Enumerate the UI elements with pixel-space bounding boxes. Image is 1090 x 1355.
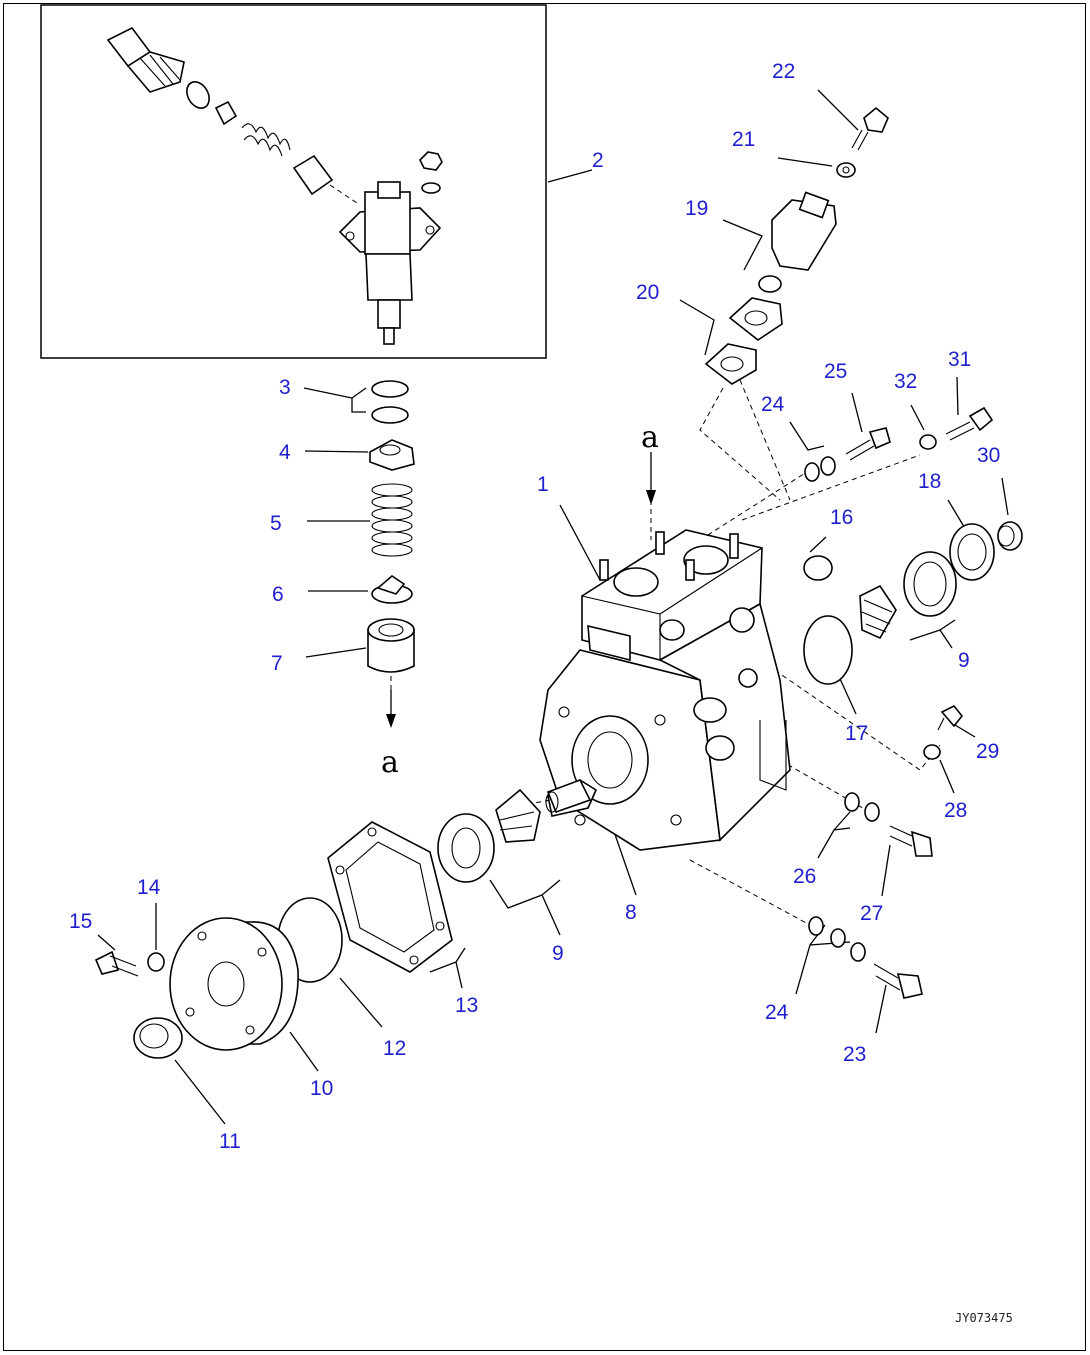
callout-16: 16 — [830, 506, 853, 529]
inset-fitting — [106, 26, 185, 93]
callout-7: 7 — [271, 652, 283, 675]
callout-25: 25 — [824, 360, 847, 383]
callout-8: 8 — [625, 901, 637, 924]
callout-9-lower: 9 — [552, 942, 564, 965]
callout-17: 17 — [845, 722, 868, 745]
part-22-bolt — [851, 106, 889, 151]
part-4-retainer — [369, 439, 415, 471]
part-28-washer — [923, 744, 941, 760]
part-bearing-race — [437, 813, 495, 883]
callout-19: 19 — [685, 197, 708, 220]
inset-oring — [186, 81, 210, 109]
part-6-seat — [371, 574, 413, 604]
callout-30: 30 — [977, 444, 1000, 467]
marker-a-top-label: a — [641, 420, 659, 455]
part-18-shim — [949, 523, 995, 581]
part-25-bolt — [845, 427, 891, 461]
inset-nut — [419, 151, 443, 194]
callout-1: 1 — [537, 473, 549, 496]
callout-5: 5 — [270, 512, 282, 535]
callout-4: 4 — [279, 441, 291, 464]
callout-2: 2 — [592, 149, 604, 172]
reference-code: JY073475 — [955, 1311, 1013, 1325]
marker-a-top — [646, 452, 656, 505]
part-20-gaskets — [704, 297, 783, 385]
callout-24-upper: 24 — [761, 393, 785, 416]
part-10-cover — [169, 917, 299, 1051]
part-29-bolt — [937, 704, 964, 731]
callout-12: 12 — [383, 1037, 406, 1060]
diagram-frame — [3, 3, 1086, 1351]
callout-22: 22 — [772, 60, 795, 83]
part-17-oring — [803, 615, 853, 685]
inset-valve — [214, 100, 238, 126]
part-15-bolt — [94, 950, 139, 977]
callout-20: 20 — [636, 281, 659, 304]
part-3-orings — [371, 380, 409, 424]
part-7-tappet — [367, 618, 415, 673]
leader-lines — [97, 89, 1009, 1125]
part-9-lower-bearing — [495, 788, 541, 843]
marker-a-bottom — [386, 690, 396, 728]
part-26-washers — [844, 792, 880, 822]
part-1-pump-body — [539, 529, 791, 851]
part-23-bolt — [873, 963, 923, 999]
part-5-spring — [371, 483, 413, 557]
assembly-lines — [390, 379, 941, 926]
callout-18: 18 — [918, 470, 941, 493]
callout-9-upper: 9 — [958, 649, 970, 672]
inset-spring — [241, 123, 291, 157]
part-9-upper-bearing — [859, 551, 957, 640]
part-32-washer — [919, 434, 937, 450]
inset-collar — [292, 154, 334, 196]
marker-a-bottom-label: a — [381, 745, 399, 780]
part-19-sensor — [758, 191, 837, 293]
callout-21: 21 — [732, 128, 755, 151]
part-24-lower-washers — [808, 916, 866, 962]
callout-28: 28 — [944, 799, 967, 822]
callout-26: 26 — [793, 865, 816, 888]
callout-6: 6 — [272, 583, 284, 606]
callout-27: 27 — [860, 902, 883, 925]
callout-29: 29 — [976, 740, 999, 763]
part-21-washer — [836, 162, 856, 178]
callout-14: 14 — [137, 876, 161, 899]
callout-15: 15 — [69, 910, 92, 933]
callout-23: 23 — [843, 1043, 866, 1066]
part-11-seal — [133, 1017, 183, 1059]
callout-labels: 1 2 3 4 5 6 7 8 9 9 10 11 12 13 14 15 16… — [69, 60, 1000, 1153]
part-8-shaft — [545, 778, 592, 814]
inset-detail-box — [40, 4, 547, 359]
callout-32: 32 — [894, 370, 917, 393]
part-27-bolt — [889, 825, 933, 857]
part-16-oring — [803, 555, 833, 581]
part-30-seal — [997, 521, 1023, 551]
part-14-washer — [147, 952, 165, 972]
callout-10: 10 — [310, 1077, 333, 1100]
callout-11: 11 — [219, 1130, 241, 1153]
inset-pump-element — [338, 181, 442, 345]
callout-31: 31 — [948, 348, 971, 371]
part-13-housing-gasket — [327, 821, 453, 973]
callout-24-lower: 24 — [765, 1001, 789, 1024]
part-31-bolt — [945, 406, 994, 441]
callout-13: 13 — [455, 994, 478, 1017]
part-24-upper-washers — [804, 456, 836, 482]
callout-3: 3 — [279, 376, 291, 399]
